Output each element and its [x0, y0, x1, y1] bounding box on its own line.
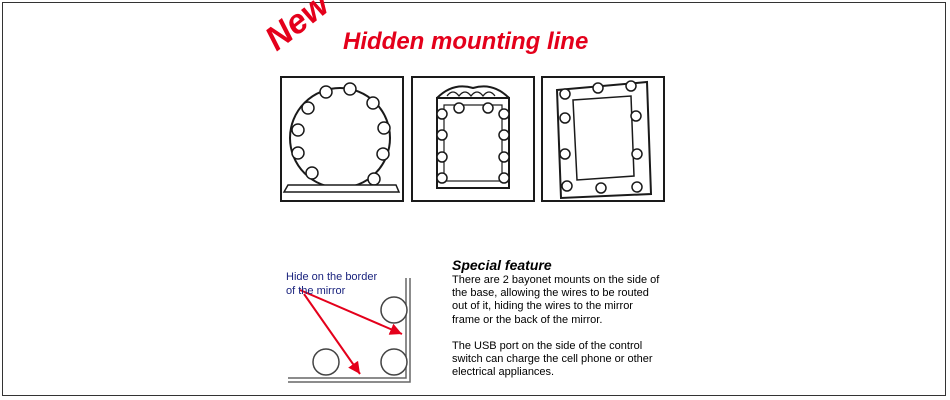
ornate-mirror-illustration	[411, 76, 535, 202]
callout-label: Hide on the border of the mirror	[286, 270, 377, 298]
feature-paragraph-1: There are 2 bayonet mounts on the side o…	[452, 274, 660, 326]
callout-line-1: Hide on the border	[286, 271, 378, 283]
mounting-detail-illustration	[280, 262, 422, 386]
callout-line-2: of the mirror	[286, 285, 346, 297]
round-mirror-illustration	[280, 76, 404, 202]
feature-body: There are 2 bayonet mounts on the side o…	[452, 274, 662, 392]
angled-mirror-illustration	[541, 76, 665, 202]
page-title: Hidden mounting line	[343, 28, 589, 55]
page-frame	[2, 2, 946, 396]
feature-paragraph-2: The USB port on the side of the control …	[452, 339, 653, 379]
feature-title: Special feature	[452, 257, 552, 273]
